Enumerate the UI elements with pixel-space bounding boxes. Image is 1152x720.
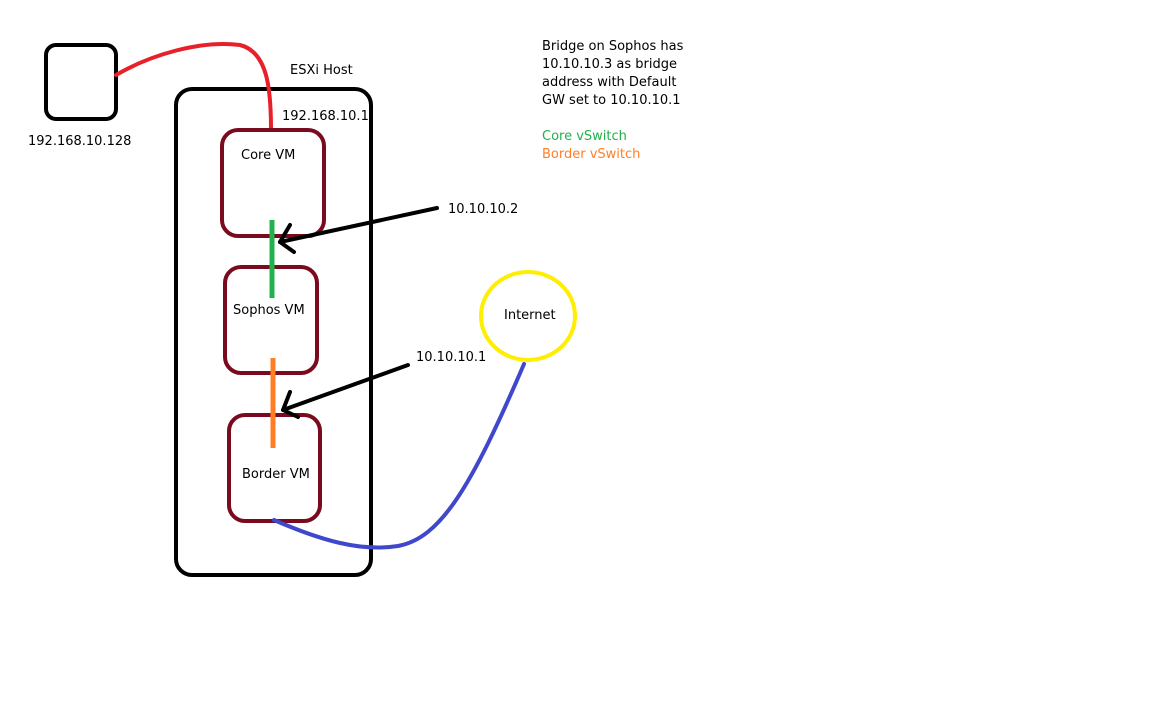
internet-cloud — [479, 270, 577, 362]
bridge-note-line: GW set to 10.10.10.1 — [542, 93, 681, 108]
client-node — [44, 43, 118, 121]
ip-core-side-label: 10.10.10.2 — [448, 202, 518, 217]
legend-border-vswitch: Border vSwitch — [542, 147, 640, 162]
client-ip-label: 192.168.10.128 — [28, 134, 131, 149]
border-vm-label: Border VM — [242, 467, 310, 482]
sophos-vm-label: Sophos VM — [233, 303, 305, 318]
arrow-core-side — [278, 206, 439, 254]
client-core-link — [114, 42, 273, 132]
bridge-note: Bridge on Sophos has 10.10.10.3 as bridg… — [542, 39, 684, 108]
arrow-border-side — [281, 363, 410, 419]
internet-label: Internet — [504, 308, 556, 323]
core-ip-label: 192.168.10.1 — [282, 109, 369, 124]
core-vm-label: Core VM — [241, 148, 295, 163]
bridge-note-line: Bridge on Sophos has — [542, 39, 684, 54]
legend-core-vswitch: Core vSwitch — [542, 129, 627, 144]
esxi-host-label: ESXi Host — [290, 63, 353, 78]
esxi-host-box — [174, 87, 373, 577]
internet-link — [272, 362, 526, 550]
bridge-note-line: 10.10.10.3 as bridge — [542, 57, 677, 72]
bridge-note-line: address with Default — [542, 75, 676, 90]
ip-border-side-label: 10.10.10.1 — [416, 350, 486, 365]
